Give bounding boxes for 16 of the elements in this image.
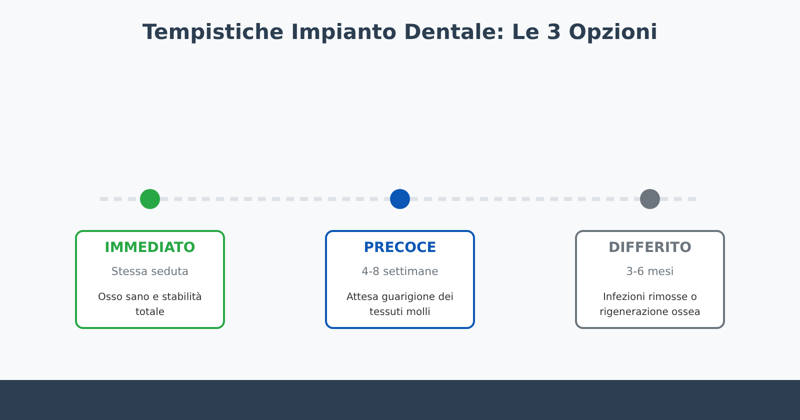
option-description: Osso sano e stabilità totale [97, 291, 203, 320]
diagram-title: Tempistiche Impianto Dentale: Le 3 Opzioni [141, 20, 659, 44]
timeline-dot [390, 189, 410, 209]
option-timing: 4-8 settimane [360, 265, 440, 278]
option-card [75, 230, 225, 329]
option-title: DIFFERITO [608, 240, 692, 256]
timeline-dot [640, 189, 660, 209]
option-description: Infezioni rimosse o rigenerazione ossea [598, 291, 702, 320]
option-timing: Stessa seduta [110, 265, 190, 278]
option-title: PRECOCE [362, 240, 438, 256]
option-title: IMMEDIATO [104, 240, 196, 256]
option-description: Attesa guarigione dei tessuti molli [345, 291, 455, 320]
option-card [575, 230, 725, 329]
timeline-dot [140, 189, 160, 209]
option-timing: 3-6 mesi [625, 265, 675, 278]
option-card [325, 230, 475, 329]
